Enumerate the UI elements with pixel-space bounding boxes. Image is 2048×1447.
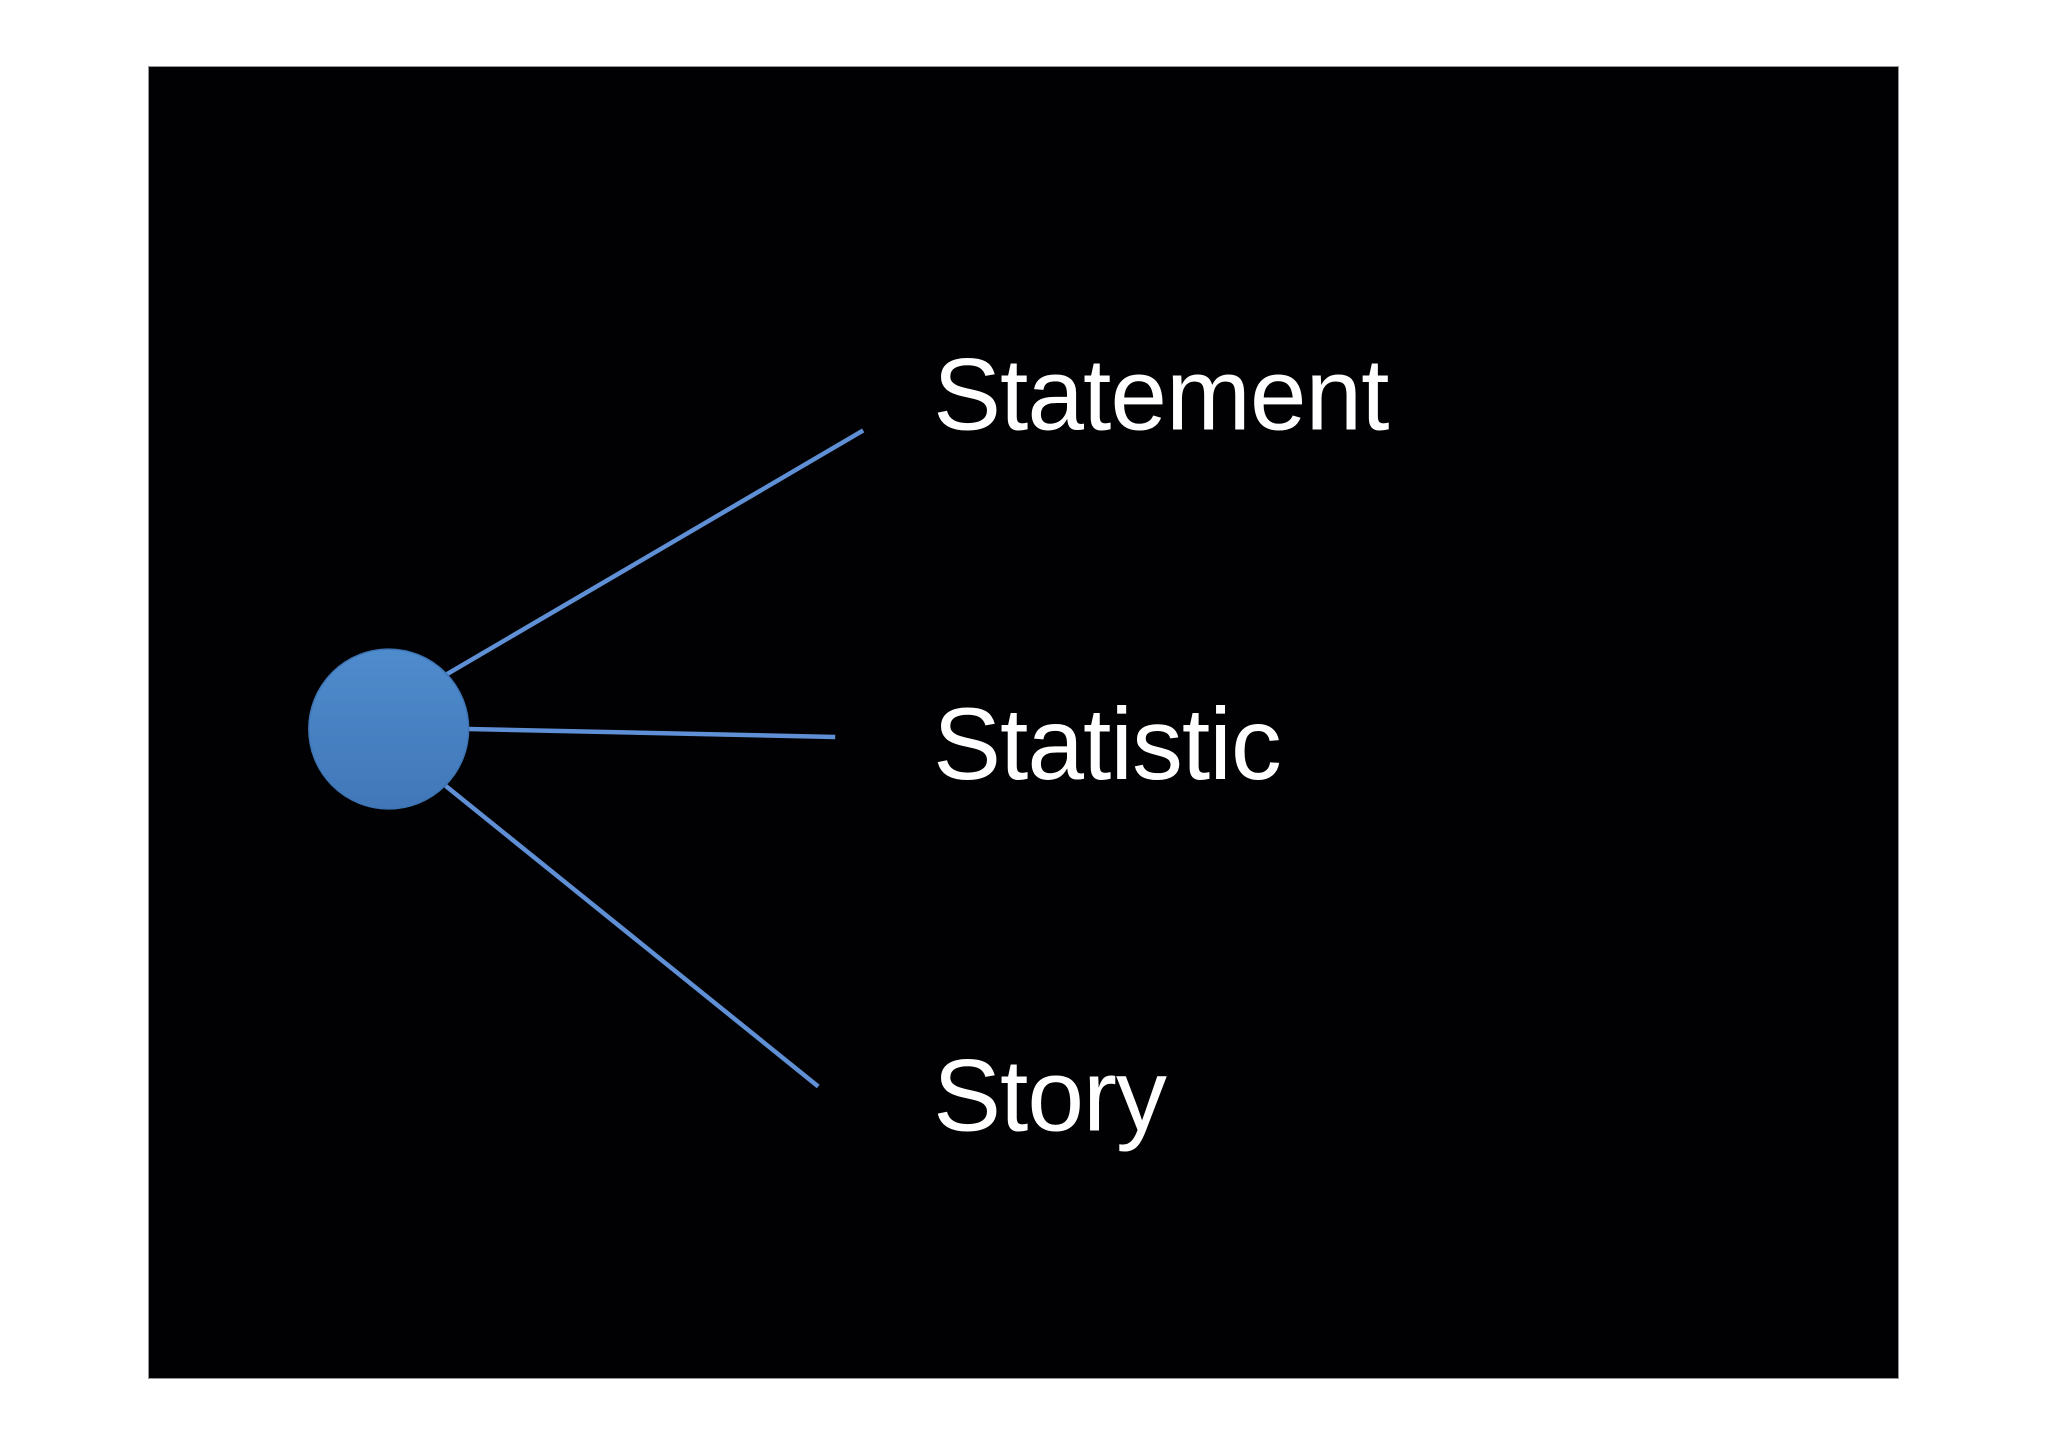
label-statement: Statement bbox=[933, 337, 1389, 451]
label-group: Statement Statistic Story bbox=[933, 337, 1390, 1152]
connector-statement bbox=[442, 428, 865, 679]
hub-node-circle bbox=[308, 648, 470, 810]
label-statistic: Statistic bbox=[933, 687, 1281, 801]
radial-diagram: Statement Statistic Story bbox=[308, 337, 1390, 1152]
hub-node-group bbox=[308, 648, 470, 810]
connector-statistic bbox=[468, 726, 836, 740]
connector-story bbox=[444, 784, 820, 1089]
slide-canvas: Statement Statistic Story bbox=[148, 66, 1899, 1379]
label-story: Story bbox=[933, 1038, 1167, 1152]
connector-group bbox=[442, 428, 865, 1089]
